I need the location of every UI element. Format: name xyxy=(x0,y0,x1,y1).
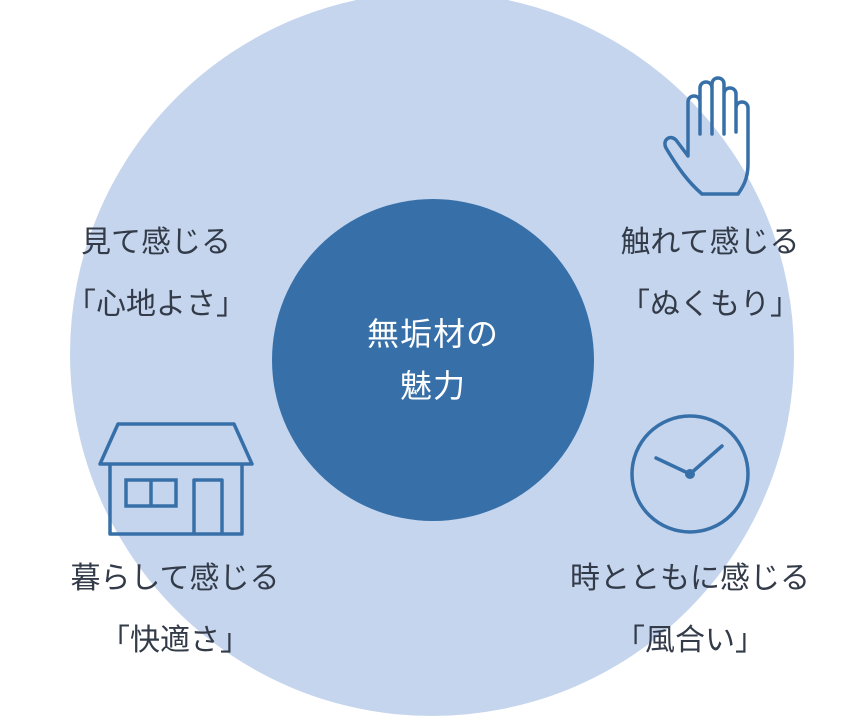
feature-see: 見て感じる 「心地よさ」 xyxy=(40,212,272,336)
feature-live: 暮らして感じる 「快適さ」 xyxy=(30,548,320,672)
center-title-line1: 無垢材の xyxy=(366,315,499,353)
inner-circle xyxy=(272,199,594,521)
feature-see-line2: 「心地よさ」 xyxy=(66,287,246,322)
feature-live-line2: 「快適さ」 xyxy=(100,623,250,658)
hand-icon xyxy=(663,76,750,196)
feature-time-line2: 「風合い」 xyxy=(615,623,765,658)
feature-touch-line2: 「ぬくもり」 xyxy=(620,287,800,322)
feature-touch-line1: 触れて感じる xyxy=(620,225,800,260)
center-title-line2: 魅力 xyxy=(399,367,466,405)
feature-time-line1: 時とともに感じる xyxy=(570,561,810,596)
clock-icon xyxy=(630,414,750,534)
center-title: 無垢材の 魅力 xyxy=(272,199,594,521)
feature-live-line1: 暮らして感じる xyxy=(70,561,280,596)
house-icon xyxy=(98,422,254,536)
feature-see-line1: 見て感じる xyxy=(81,225,231,260)
feature-touch: 触れて感じる 「ぬくもり」 xyxy=(580,212,840,336)
feature-time: 時とともに感じる 「風合い」 xyxy=(550,548,830,672)
